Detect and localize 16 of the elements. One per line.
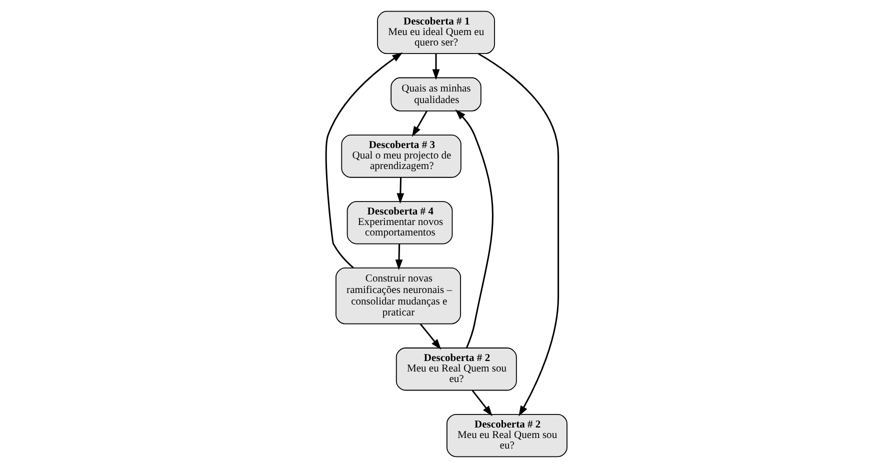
node-box: Descoberta # 2 Meu eu Real Quem sou eu? — [396, 348, 517, 391]
arrow — [478, 53, 560, 416]
arrow — [455, 109, 494, 348]
node-box: Construir novas ramificações neuronais – consolidar mudanças e praticar — [336, 268, 461, 324]
arrow — [412, 110, 428, 137]
arrow — [432, 54, 440, 80]
arrow — [325, 52, 403, 268]
arrow — [396, 178, 404, 204]
arrow — [420, 324, 442, 350]
node-box: Descoberta # 3 Qual o meu projecto de aprendizagem? — [341, 134, 462, 178]
node-box: Quais as minhas qualidades — [390, 77, 482, 112]
node-box: Descoberta # 4 Experimentar novos comportamentos — [346, 201, 453, 244]
node-box: Descoberta # 2 Meu eu Real Quem sou eu? — [446, 414, 568, 458]
arrow — [472, 390, 492, 416]
arrow — [395, 244, 403, 270]
node-box: Descoberta # 1 Meu eu ideal Quem eu quero ser? — [377, 10, 495, 54]
